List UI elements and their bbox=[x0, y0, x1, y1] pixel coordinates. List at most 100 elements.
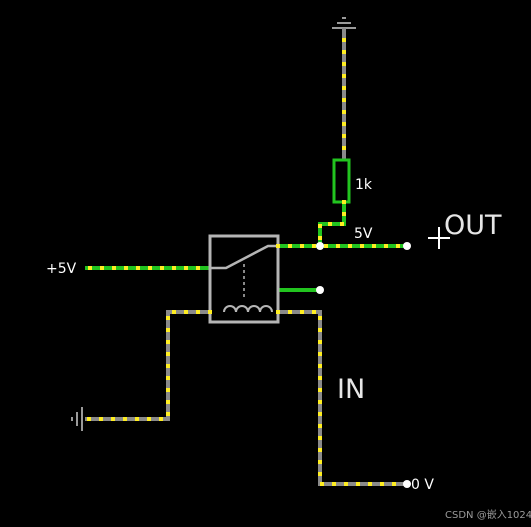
current-dot bbox=[184, 266, 188, 270]
current-dot bbox=[300, 310, 304, 314]
current-dot bbox=[166, 412, 170, 416]
current-dot bbox=[111, 417, 115, 421]
output-terminal[interactable] bbox=[403, 242, 411, 250]
current-dot bbox=[196, 266, 200, 270]
current-dot bbox=[166, 328, 170, 332]
watermark: CSDN @嵌入1024 bbox=[445, 509, 531, 521]
wire-coil-to-ground bbox=[85, 310, 210, 421]
current-dot bbox=[342, 86, 346, 90]
current-dot bbox=[332, 482, 336, 486]
current-dot bbox=[396, 244, 400, 248]
current-dot bbox=[360, 244, 364, 248]
current-dot bbox=[372, 244, 376, 248]
current-dot bbox=[318, 412, 322, 416]
current-dot bbox=[324, 244, 328, 248]
junction-node bbox=[316, 242, 324, 250]
current-dot bbox=[99, 417, 103, 421]
current-dot bbox=[147, 417, 151, 421]
wire-coil-to-zero-volt bbox=[278, 310, 407, 486]
resistor-label: 1k bbox=[355, 177, 373, 193]
current-dot bbox=[342, 50, 346, 54]
current-dot bbox=[348, 244, 352, 248]
current-dot bbox=[312, 310, 316, 314]
supply-label: +5V bbox=[46, 261, 77, 277]
current-dot bbox=[318, 376, 322, 380]
current-dot bbox=[196, 310, 200, 314]
current-dot bbox=[112, 266, 116, 270]
current-dot bbox=[342, 38, 346, 42]
current-dot bbox=[288, 310, 292, 314]
nc-terminal[interactable] bbox=[316, 286, 324, 294]
current-dot bbox=[312, 244, 316, 248]
current-dot bbox=[318, 424, 322, 428]
current-dot bbox=[342, 134, 346, 138]
ground-symbol-top bbox=[332, 17, 356, 29]
in-label: IN bbox=[337, 374, 365, 405]
current-dot bbox=[208, 310, 212, 314]
current-dot bbox=[336, 244, 340, 248]
current-dot bbox=[342, 62, 346, 66]
current-dot bbox=[300, 244, 304, 248]
current-dot bbox=[328, 222, 332, 226]
current-dot bbox=[368, 482, 372, 486]
zero-volt-label: 0 V bbox=[411, 477, 434, 493]
current-dot bbox=[124, 266, 128, 270]
current-dot bbox=[276, 244, 280, 248]
current-dot bbox=[342, 146, 346, 150]
current-dot bbox=[172, 266, 176, 270]
current-dot bbox=[342, 98, 346, 102]
current-dot bbox=[392, 482, 396, 486]
current-dot bbox=[166, 400, 170, 404]
current-dot bbox=[342, 122, 346, 126]
current-dot bbox=[136, 266, 140, 270]
current-dot bbox=[318, 328, 322, 332]
current-dot bbox=[276, 310, 280, 314]
current-dot bbox=[288, 244, 292, 248]
out-label: OUT bbox=[444, 210, 502, 241]
ground-symbol-left bbox=[71, 407, 83, 431]
current-dot bbox=[318, 340, 322, 344]
current-dot bbox=[166, 316, 170, 320]
current-dot bbox=[320, 482, 324, 486]
current-dot bbox=[172, 310, 176, 314]
current-dot bbox=[380, 482, 384, 486]
current-dot bbox=[318, 400, 322, 404]
current-dot bbox=[318, 388, 322, 392]
current-dot bbox=[344, 482, 348, 486]
current-dot bbox=[342, 212, 346, 216]
current-dot bbox=[318, 352, 322, 356]
resistor-1k bbox=[332, 158, 351, 204]
current-dot bbox=[166, 352, 170, 356]
current-dot bbox=[318, 224, 322, 228]
out-voltage-label: 5V bbox=[354, 226, 373, 242]
current-dot bbox=[159, 417, 163, 421]
current-dot bbox=[318, 460, 322, 464]
current-dot bbox=[318, 364, 322, 368]
current-dot bbox=[356, 482, 360, 486]
current-dot bbox=[166, 364, 170, 368]
current-dot bbox=[384, 244, 388, 248]
current-dot bbox=[100, 266, 104, 270]
current-dot bbox=[166, 340, 170, 344]
current-dot bbox=[87, 417, 91, 421]
zero-volt-terminal[interactable] bbox=[403, 480, 411, 488]
current-dot bbox=[342, 74, 346, 78]
current-dot bbox=[318, 472, 322, 476]
current-dot bbox=[123, 417, 127, 421]
crosshair-cursor-icon bbox=[428, 227, 450, 249]
current-dots bbox=[87, 38, 400, 486]
relay bbox=[208, 234, 280, 324]
current-dot bbox=[148, 266, 152, 270]
current-dot bbox=[318, 316, 322, 320]
current-dot bbox=[135, 417, 139, 421]
current-dot bbox=[166, 388, 170, 392]
current-dot bbox=[160, 266, 164, 270]
current-dot bbox=[318, 448, 322, 452]
current-dot bbox=[184, 310, 188, 314]
current-dot bbox=[318, 236, 322, 240]
current-dot bbox=[318, 436, 322, 440]
current-dot bbox=[342, 200, 346, 204]
current-dot bbox=[88, 266, 92, 270]
current-dot bbox=[340, 222, 344, 226]
